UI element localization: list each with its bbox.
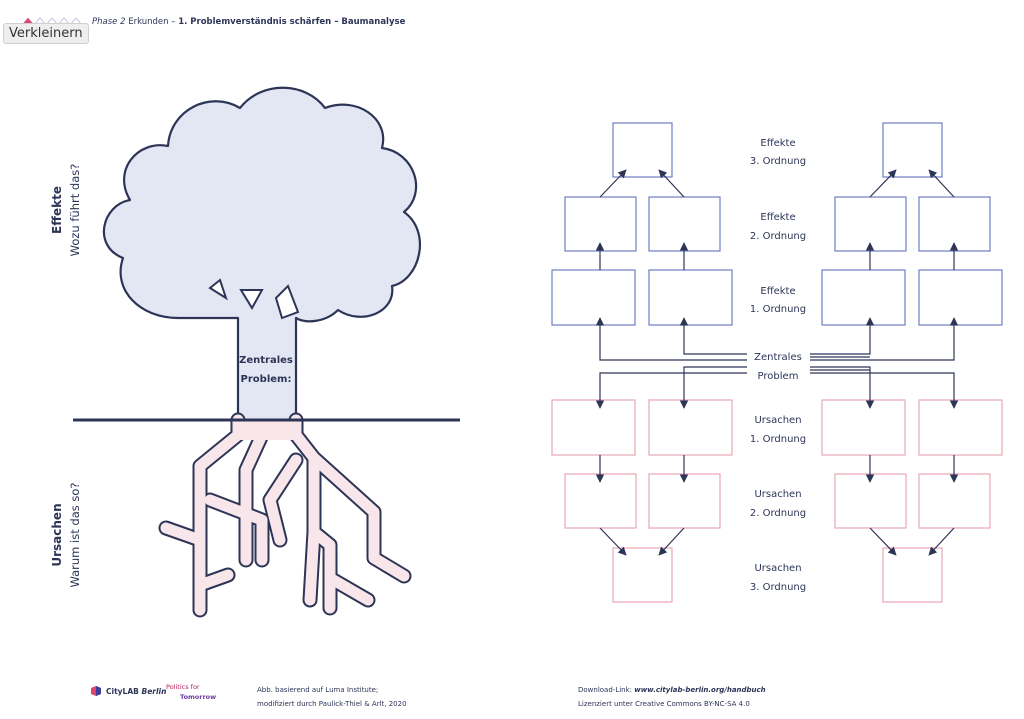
effects3-label-line1: Effekte [760, 138, 795, 149]
header: Phase 2 Erkunden – 1. Problemverständnis… [0, 0, 1024, 60]
effect3-box-right [882, 122, 943, 178]
breadcrumb: Phase 2 Erkunden – 1. Problemverständnis… [92, 17, 405, 27]
breadcrumb-stage: Erkunden [128, 17, 169, 27]
causes3-label-line2: 3. Ordnung [750, 582, 806, 593]
effect1-box-4 [918, 269, 1003, 326]
effects-side-question: Wozu führt das? [68, 164, 82, 257]
footer: CityLAB Berlin Politics for Tomorrow Abb… [0, 670, 1024, 719]
page-title: 1. Problemverständnis schärfen – Baumana… [178, 17, 406, 27]
causes3-label-line1: Ursachen [754, 563, 801, 574]
causes-side-question: Warum ist das so? [68, 482, 82, 587]
effect1-box-2 [648, 269, 733, 326]
effects-side-title: Effekte [50, 186, 64, 234]
breadcrumb-phase: Phase 2 [92, 17, 126, 27]
effect2-box-1 [564, 196, 637, 252]
tree-analysis-canvas: Zentrales Problem: Effekte Wozu führt da… [50, 86, 1003, 618]
zoom-out-tooltip: Verkleinern [3, 23, 89, 44]
trunk-label-line2: Problem: [241, 374, 292, 385]
license-info: Download-Link: www.citylab-berlin.org/ha… [578, 683, 766, 711]
effect2-box-2 [648, 196, 721, 252]
cause1-box-2 [648, 399, 733, 456]
tree-roots [158, 412, 412, 618]
cause1-box-4 [918, 399, 1003, 456]
effect-boxes [551, 122, 1003, 326]
credit-line2: modifiziert durch Paulick-Thiel & Arlt, … [257, 700, 407, 708]
center-problem-line2: Problem [758, 371, 799, 382]
effect3-box-left [612, 122, 673, 178]
politics-logo-line2: Tomorrow [180, 693, 217, 701]
cause2-box-3 [834, 473, 907, 529]
cause3-box-right [882, 547, 943, 603]
effect2-box-4 [918, 196, 991, 252]
box-diagram: Effekte 3. Ordnung Effekte 2. Ordnung Ef… [551, 122, 1003, 603]
cause2-box-2 [648, 473, 721, 529]
tree-illustration: Zentrales Problem: Effekte Wozu führt da… [50, 86, 460, 618]
credit-line1: Abb. basierend auf Luma Institute; [257, 686, 379, 694]
connector-lines [595, 169, 959, 556]
politics-logo-line1: Politics for [166, 683, 200, 691]
cause2-box-4 [918, 473, 991, 529]
causes2-label-line2: 2. Ordnung [750, 508, 806, 519]
cause3-box-left [612, 547, 673, 603]
citylab-logo: CityLAB Berlin [90, 685, 166, 697]
effect1-box-1 [551, 269, 636, 326]
tree-crown [102, 86, 421, 422]
crown-hole [208, 278, 228, 301]
cause2-box-1 [564, 473, 637, 529]
trunk-label-line1: Zentrales [239, 355, 293, 366]
image-credit: Abb. basierend auf Luma Institute; modif… [257, 683, 407, 711]
breadcrumb-separator: – [171, 17, 176, 27]
level-labels: Effekte 3. Ordnung Effekte 2. Ordnung Ef… [750, 138, 806, 593]
causes1-label-line1: Ursachen [754, 415, 801, 426]
effects1-label-line2: 1. Ordnung [750, 304, 806, 315]
causes2-label-line1: Ursachen [754, 489, 801, 500]
crown-hole [239, 289, 264, 310]
download-label: Download-Link: [578, 686, 633, 694]
effects2-label-line2: 2. Ordnung [750, 231, 806, 242]
citylab-name: CityLAB [106, 686, 139, 696]
crown-hole [274, 284, 300, 320]
causes1-label-line2: 1. Ordnung [750, 434, 806, 445]
effect1-box-3 [821, 269, 906, 326]
effects3-label-line2: 3. Ordnung [750, 156, 806, 167]
license-line: Lizenziert unter Creative Commons BY-NC-… [578, 700, 750, 708]
cause1-box-3 [821, 399, 906, 456]
politics-for-tomorrow-logo: Politics for Tomorrow [166, 682, 216, 702]
effect2-box-3 [834, 196, 907, 252]
citylab-logo-icon [91, 686, 101, 696]
effects1-label-line1: Effekte [760, 286, 795, 297]
causes-side-title: Ursachen [50, 503, 64, 566]
effects2-label-line1: Effekte [760, 212, 795, 223]
cause-boxes [551, 399, 1003, 603]
center-problem-line1: Zentrales [754, 352, 802, 363]
cause1-box-1 [551, 399, 636, 456]
citylab-city: Berlin [141, 686, 167, 696]
download-link[interactable]: www.citylab-berlin.org/handbuch [634, 686, 766, 694]
